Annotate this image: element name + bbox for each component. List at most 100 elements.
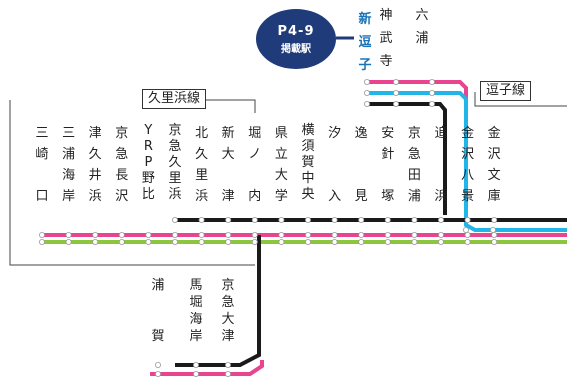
stop-dot-black-17 <box>491 216 498 223</box>
stop-dot-pink-6 <box>198 231 205 238</box>
station-south-2: 京急大津 <box>221 278 235 344</box>
stop-dot-zushi-blue-1 <box>392 90 399 97</box>
stop-dot-green-2 <box>92 238 99 245</box>
station-main-10: 横須賀中央 <box>301 123 315 202</box>
stop-dot-pink-1 <box>65 231 72 238</box>
stop-dot-black-13 <box>384 216 391 223</box>
stop-dot-black-16 <box>464 216 471 223</box>
uraga-track-black <box>175 235 261 367</box>
stop-dot-black-10 <box>304 216 311 223</box>
stop-dot-pink-15 <box>437 231 444 238</box>
stop-dot-green-9 <box>278 238 285 245</box>
stop-dot-zushi-pink-0 <box>363 79 370 86</box>
stop-dot-uraga-black-2 <box>224 361 231 368</box>
stop-dot-pink-14 <box>411 231 418 238</box>
stop-dot-green-3 <box>118 238 125 245</box>
kurihama-line-bracket <box>9 100 255 266</box>
station-main-8: 堀ノ 内 <box>248 126 262 204</box>
stop-dot-pink-11 <box>331 231 338 238</box>
stop-dot-pink-13 <box>384 231 391 238</box>
stop-dot-green-13 <box>384 238 391 245</box>
stop-dot-pink-2 <box>92 231 99 238</box>
stop-dot-black-11 <box>331 216 338 223</box>
station-main-15: 追 浜 <box>434 126 448 204</box>
stop-dot-uraga-black-1 <box>192 361 199 368</box>
station-south-1: 馬堀海岸 <box>189 278 203 344</box>
stop-dot-pink-0 <box>39 231 46 238</box>
stop-dot-pink-3 <box>118 231 125 238</box>
stop-dot-pink-9 <box>278 231 285 238</box>
stop-dot-blue-main-0 <box>462 226 469 233</box>
stop-dot-green-16 <box>464 238 471 245</box>
station-dots <box>39 79 498 377</box>
zushi-track-black <box>367 102 447 215</box>
station-main-2: 津久井浜 <box>88 126 102 204</box>
station-main-16: 金沢八景 <box>461 126 475 204</box>
stop-dot-uraga-pink-1 <box>192 370 199 377</box>
stop-dot-zushi-blue-2 <box>428 90 435 97</box>
stop-dot-zushi-pink-1 <box>392 79 399 86</box>
page-reference-badge: P4-9 掲載駅 <box>256 9 336 69</box>
uraga-track-pink <box>150 360 264 376</box>
stop-dot-uraga-black-0 <box>154 361 161 368</box>
stop-dot-zushi-blue-0 <box>363 90 370 97</box>
stop-dot-uraga-pink-0 <box>154 370 161 377</box>
stop-dot-blue-main-1 <box>489 226 496 233</box>
station-main-9: 県立大学 <box>274 126 288 204</box>
station-shin-zushi: 新逗子 <box>358 12 372 73</box>
stop-dot-uraga-pink-2 <box>224 370 231 377</box>
stop-dot-pink-8 <box>251 231 258 238</box>
station-zushi-branch-0: 神武寺 <box>379 8 393 69</box>
stop-dot-pink-5 <box>171 231 178 238</box>
stop-dot-green-8 <box>251 238 258 245</box>
station-south-0: 浦 賀 <box>151 278 165 344</box>
page-reference-number: P4-9 <box>277 24 315 39</box>
stop-dot-pink-17 <box>491 231 498 238</box>
stop-dot-green-12 <box>358 238 365 245</box>
stop-dot-black-8 <box>251 216 258 223</box>
station-main-14: 京急田浦 <box>407 126 421 204</box>
page-reference-caption: 掲載駅 <box>281 44 311 55</box>
station-main-6: 北久里浜 <box>195 126 209 204</box>
stop-dot-black-7 <box>225 216 232 223</box>
stop-dot-green-10 <box>304 238 311 245</box>
stop-dot-green-6 <box>198 238 205 245</box>
stop-dot-pink-12 <box>358 231 365 238</box>
stop-dot-black-14 <box>411 216 418 223</box>
stop-dot-green-14 <box>411 238 418 245</box>
stop-dot-black-15 <box>437 216 444 223</box>
stop-dot-black-9 <box>278 216 285 223</box>
stop-dot-pink-16 <box>464 231 471 238</box>
stop-dot-zushi-black-2 <box>428 101 435 108</box>
stop-dot-green-1 <box>65 238 72 245</box>
stop-dot-black-12 <box>358 216 365 223</box>
station-main-3: 京急長沢 <box>115 126 129 204</box>
stop-dot-pink-7 <box>225 231 232 238</box>
stop-dot-pink-10 <box>304 231 311 238</box>
kurihama-line-bracket-right <box>205 99 256 113</box>
stop-dot-green-5 <box>171 238 178 245</box>
stop-dot-zushi-black-0 <box>363 101 370 108</box>
stop-dot-zushi-pink-2 <box>428 79 435 86</box>
zushi-line-label: 逗子線 <box>480 81 532 101</box>
station-main-0: 三崎 口 <box>35 126 49 204</box>
station-main-7: 新大 津 <box>221 126 235 204</box>
stop-dot-green-17 <box>491 238 498 245</box>
zushi-line-bracket <box>474 92 567 107</box>
station-main-1: 三浦海岸 <box>62 126 76 204</box>
station-main-17: 金沢文庫 <box>487 126 501 204</box>
station-main-12: 逸 見 <box>354 126 368 204</box>
stop-dot-black-6 <box>198 216 205 223</box>
stop-dot-green-4 <box>145 238 152 245</box>
stop-dot-green-0 <box>39 238 46 245</box>
stop-dot-green-15 <box>437 238 444 245</box>
stop-dot-green-7 <box>225 238 232 245</box>
station-main-5: 京急久里浜 <box>168 123 182 202</box>
station-main-13: 安針 塚 <box>381 126 395 204</box>
stop-dot-black-5 <box>171 216 178 223</box>
kurihama-line-label: 久里浜線 <box>142 89 207 109</box>
station-zushi-branch-1: 六浦 <box>415 8 429 46</box>
